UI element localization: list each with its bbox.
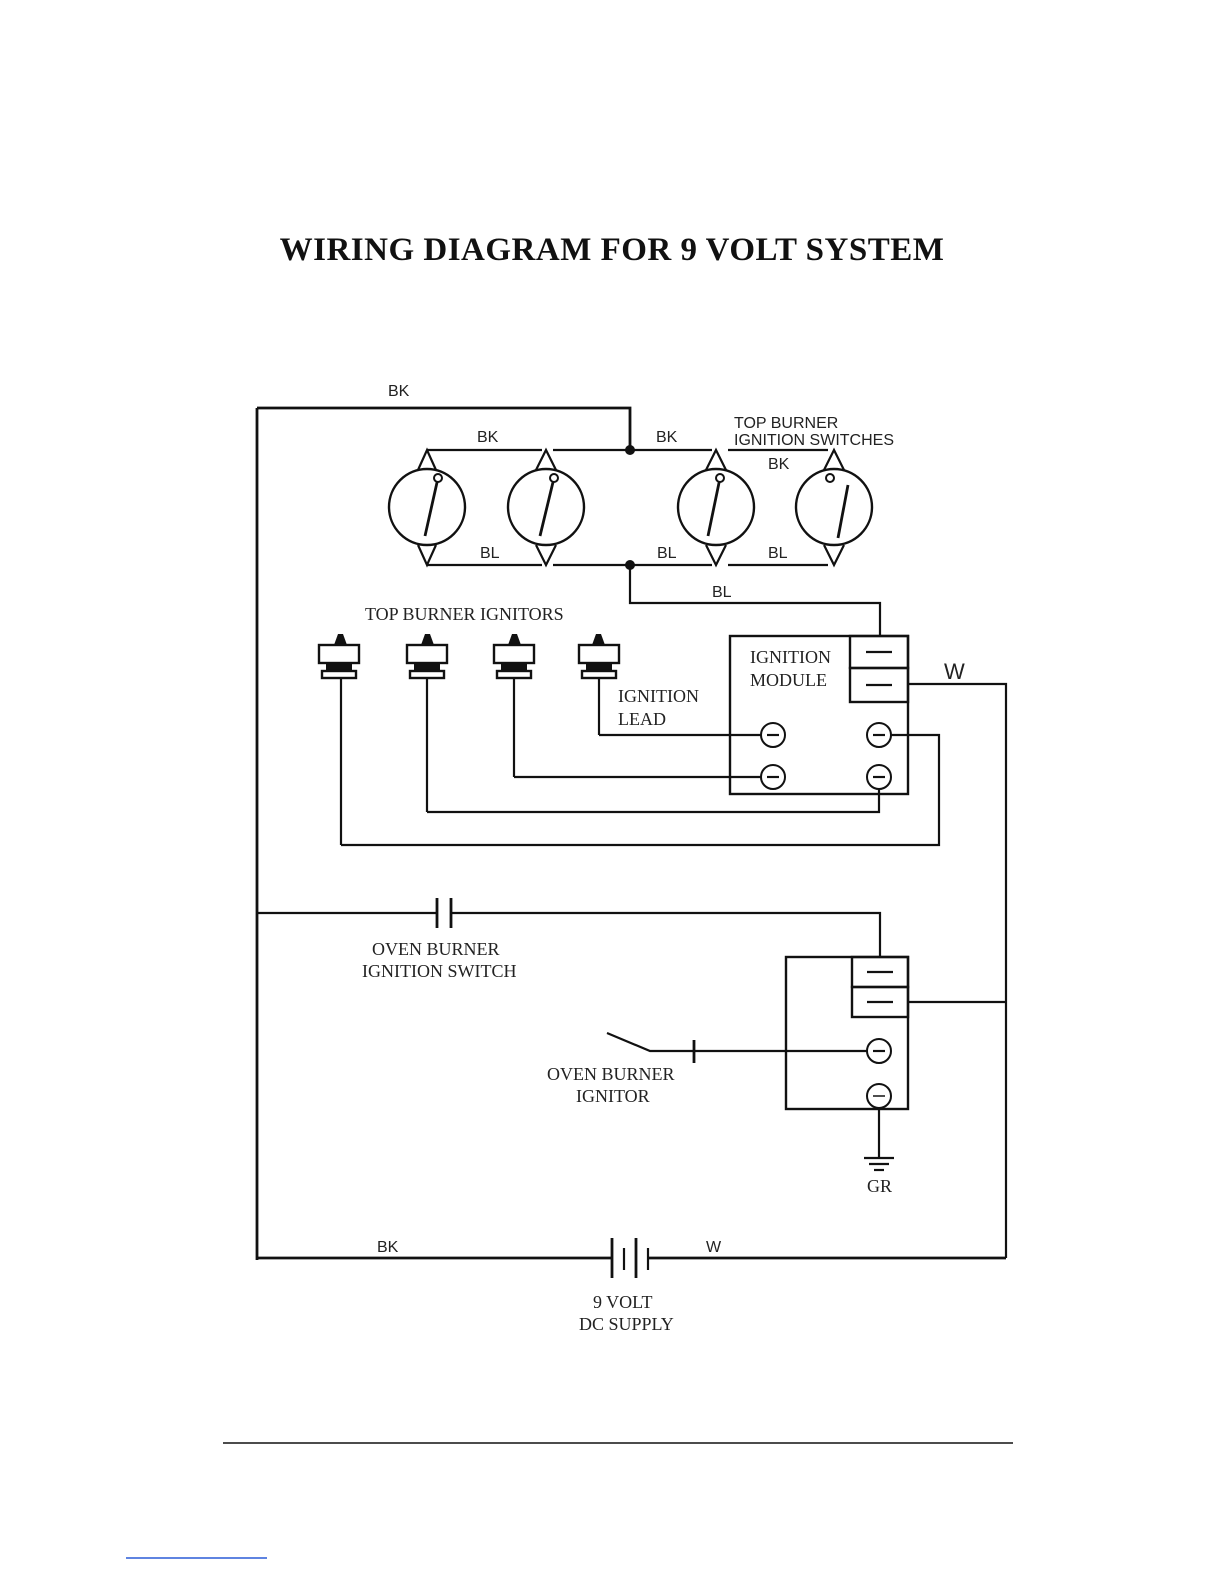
wire-code-bk: BK [388, 383, 410, 400]
bk-main-wires [257, 408, 630, 1260]
ignitors-label: TOP BURNER IGNITORS [365, 604, 564, 624]
ignitor-2 [407, 634, 447, 812]
ground-symbol [864, 1108, 894, 1170]
lead-label-line2: LEAD [618, 709, 666, 729]
switches-label-line2: IGNITION SWITCHES [734, 432, 894, 449]
top-burner-ignition-switches [389, 445, 872, 570]
switch-2 [508, 450, 584, 565]
wire-code-bl: BL [768, 545, 788, 562]
oven-burner-ignition-switch [257, 898, 880, 957]
oven-switch-label-line2: IGNITION SWITCH [362, 961, 516, 981]
switches-label-line1: TOP BURNER [734, 415, 838, 432]
oven-ignitor-label-line1: OVEN BURNER [547, 1064, 675, 1084]
ground-label: GR [867, 1176, 892, 1196]
module-label-line1: IGNITION [750, 647, 831, 667]
wire-code-bk: BK [477, 429, 499, 446]
wire-code-w: W [706, 1239, 722, 1256]
bl-wire-to-module [630, 565, 880, 636]
ignitor-3 [494, 634, 534, 777]
switch-1 [389, 450, 465, 565]
top-burner-ignitors [319, 634, 619, 845]
module-label-line2: MODULE [750, 670, 827, 690]
w-wire-right [908, 684, 1006, 1258]
supply-label-line1: 9 VOLT [593, 1292, 653, 1312]
ignitor-leads [341, 735, 939, 845]
wire-code-bl: BL [480, 545, 500, 562]
switch-4 [796, 450, 872, 565]
ignitor-4 [579, 634, 619, 735]
oven-ignitor-label-line2: IGNITOR [576, 1086, 650, 1106]
wire-code-bk: BK [768, 456, 790, 473]
supply-label-line2: DC SUPPLY [579, 1314, 674, 1334]
wire-code-bl: BL [657, 545, 677, 562]
wire-code-bk: BK [377, 1239, 399, 1256]
switch-3 [678, 450, 754, 565]
lead-label-line1: IGNITION [618, 686, 699, 706]
battery-9v [257, 1238, 1006, 1278]
oven-burner-ignitor [607, 1033, 867, 1063]
ignitor-1 [319, 634, 359, 845]
oven-ignition-module [786, 957, 1006, 1109]
wire-code-w: W [944, 659, 965, 684]
wire-code-bl: BL [712, 584, 732, 601]
bk-junction-dot [625, 445, 635, 455]
wire-code-bk: BK [656, 429, 678, 446]
oven-switch-label-line1: OVEN BURNER [372, 939, 500, 959]
